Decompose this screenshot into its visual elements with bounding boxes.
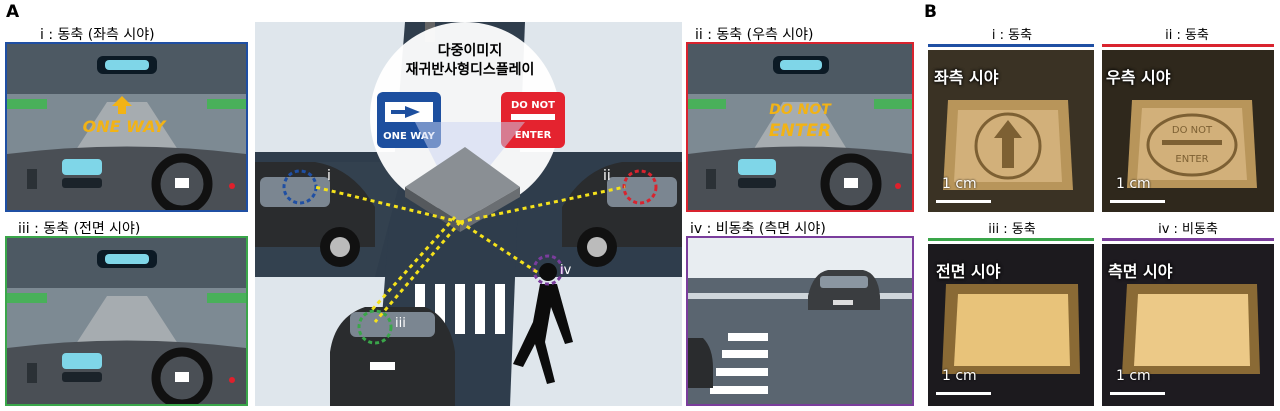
view-ii-frame: DO NOT ENTER [686,42,914,212]
photo-i-scale-label: 1 cm [942,176,977,192]
photo-iii-scale-bar [936,392,991,395]
photo-iv-caption: iv : 비동축 [1158,222,1218,237]
intersection-illustration: 다중이미지 재귀반사형디스플레이 ONE WAY DO NOT ENTER i … [255,22,682,406]
view-iv-side-illustration [688,238,912,404]
photo-iii-scale-label: 1 cm [942,368,977,384]
sign-one-way-road-text: ONE WAY [83,117,167,136]
display-title-line2: 재귀반사형디스플레이 [406,61,535,78]
marker-i: i [327,168,331,184]
marker-iii: iii [395,316,406,331]
view-ii-dashboard-illustration: DO NOT ENTER [688,44,912,210]
photo-iii: 전면 시야 1 cm [928,244,1094,406]
photo-ii-caption: ii : 동축 [1165,28,1209,43]
enter-sign-text: ENTER [515,130,552,141]
view-iii-dashboard-illustration [7,238,246,404]
panel-b-label: B [924,2,937,22]
photo-iv: 측면 시야 1 cm [1102,244,1274,406]
road-enter-text: ENTER [769,121,831,141]
photo-i-caption: i : 동축 [991,28,1033,43]
pedestrian [513,263,573,384]
photo-ii-scale-label: 1 cm [1116,176,1151,192]
photo-ii-color-bar [1102,44,1274,47]
photo-iv-color-bar [1102,238,1274,241]
photo-ii-overlay-text: 우측 시야 [1106,68,1171,87]
photo-iv-scale-label: 1 cm [1116,368,1151,384]
photo-i-overlay-text: 좌측 시야 [934,68,999,87]
road-do-not-text: DO NOT [769,102,832,118]
view-iii-caption: iii : 동축 (전면 시야) [18,221,141,237]
view-ii-caption: ii : 동축 (우측 시야) [695,27,814,43]
photo-ii-scale-bar [1110,200,1165,203]
view-i-frame: ONE WAY [5,42,248,212]
marker-iv: iv [560,263,572,278]
do-not-sign-text: DO NOT [511,100,555,111]
photo-i-color-bar [928,44,1094,47]
view-i-dashboard-illustration: ONE WAY [7,44,246,210]
marker-ii: ii [603,168,611,184]
photo-iii-color-bar [928,238,1094,241]
display-title-line1: 다중이미지 [438,42,502,59]
photo-ii-do-not: DO NOT [1172,125,1213,136]
photo-i-scale-bar [936,200,991,203]
view-iv-frame [686,236,914,406]
photo-ii-enter: ENTER [1175,154,1208,165]
view-iii-frame [5,236,248,406]
view-iv-caption: iv : 비동축 (측면 시야) [690,221,826,237]
photo-iii-caption: iii : 동축 [988,222,1036,237]
retroreflective-display-array [405,147,520,222]
photo-iii-overlay-text: 전면 시야 [936,262,1001,281]
photo-i: 좌측 시야 1 cm [928,50,1094,212]
photo-iv-overlay-text: 측면 시야 [1108,262,1173,281]
panel-a-label: A [6,2,20,22]
view-i-caption: i : 동축 (좌측 시야) [40,27,155,43]
one-way-sign-text: ONE WAY [383,131,436,142]
photo-ii: DO NOT ENTER 우측 시야 1 cm [1102,50,1274,212]
photo-iv-scale-bar [1110,392,1165,395]
